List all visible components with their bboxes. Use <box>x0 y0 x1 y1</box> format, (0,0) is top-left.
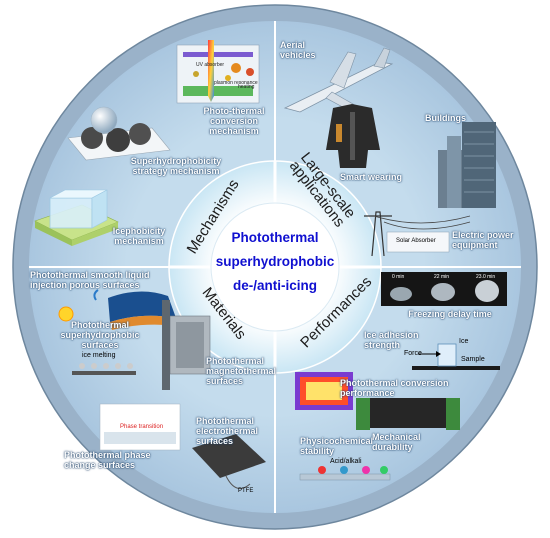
label-electric-power: Electric power equipment <box>452 230 514 250</box>
label-aerial-vehicles: Aerial vehicles <box>280 40 316 60</box>
slips-image <box>93 289 178 330</box>
label-superhydrophobic-surfaces: Photothermal superhydrophobic surfaces <box>60 320 140 350</box>
label-smart-wearing: Smart wearing <box>340 172 403 182</box>
phase-transition-label: Phase transition <box>120 424 164 430</box>
time-label-2: 23.0 min <box>476 274 496 280</box>
power-tower-image <box>364 211 471 257</box>
label-photothermal-mechanism: Photo-thermal conversion mechanism <box>203 106 265 136</box>
label-electrothermal: Photothermal electrothermal surfaces <box>196 416 259 446</box>
inset-absorber-label: UV absorber <box>196 62 225 68</box>
label-freezing-delay: Freezing delay time <box>408 309 492 319</box>
superhydrophobicity-image <box>67 106 171 161</box>
electrothermal-image <box>99 403 266 489</box>
ice-adhesion-image <box>412 343 500 370</box>
time-label-0: 0 min <box>392 274 405 280</box>
inset-heating-label: heating <box>238 84 255 90</box>
time-label-1: 22 min <box>434 274 450 280</box>
label-magnetothermal: Photothermal magnetothermal surfaces <box>206 356 277 386</box>
buildings-image <box>438 122 496 208</box>
physicochemical-image <box>299 466 391 481</box>
ptfe-label: PTFE <box>238 488 254 494</box>
center-title-line3: de-/anti-icing <box>233 278 317 293</box>
label-physicochemical: Physicochemical stability <box>300 436 374 456</box>
freezing-delay-image <box>381 272 507 306</box>
ice-melting-image <box>72 363 136 375</box>
magnetothermal-image <box>162 300 211 390</box>
force-label: Force <box>404 350 422 357</box>
label-icephobicity: Icephobicity mechanism <box>112 226 166 246</box>
photothermal-mechanism-image <box>176 40 260 104</box>
label-slips: Photothermal smooth liquid injection por… <box>30 270 150 290</box>
inset-plasmon-label: plasmon resonance <box>214 80 258 86</box>
acid-alkali-label: Acid/alkali <box>330 458 362 465</box>
label-ice-adhesion: Ice adhesion strength <box>364 330 419 350</box>
label-buildings: Buildings <box>425 113 466 123</box>
label-mechanical-durability: Mechanical durability <box>372 432 421 452</box>
sample-label: Sample <box>461 356 485 363</box>
center-circle <box>210 202 340 332</box>
icephobicity-image <box>34 189 119 246</box>
mechanical-durability-image <box>356 398 460 430</box>
sun-icon <box>58 306 74 322</box>
photothermal-conversion-image <box>295 372 353 410</box>
center-title-line1: Photothermal <box>231 230 319 245</box>
smart-wearing-image <box>326 104 380 168</box>
ice-label: Ice <box>459 338 469 345</box>
center-title-line2: superhydrophobic <box>215 254 335 269</box>
label-photothermal-conversion: Photothermal conversion performance <box>340 378 449 398</box>
solar-absorber-label: Solar Absorber <box>396 238 436 244</box>
ice-melting-label: ice melting <box>82 352 116 359</box>
label-superhydrophobicity: Superhydrophobicity strategy mechanism <box>130 156 222 176</box>
label-phase-change: Photothermal phase change surfaces <box>64 450 151 470</box>
